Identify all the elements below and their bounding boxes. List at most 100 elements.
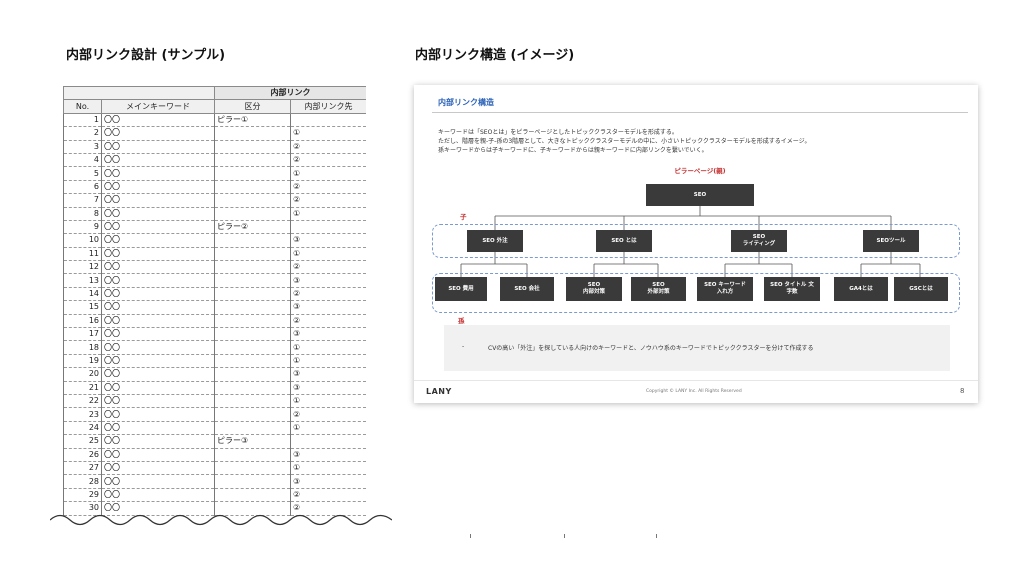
category-cell xyxy=(214,260,291,275)
category-cell xyxy=(214,367,291,382)
note-box: - CVの高い「外注」を探している人向けのキーワードと、ノウハウ系のキーワードで… xyxy=(444,325,950,371)
root-node-seo: SEO xyxy=(646,184,754,206)
link-target-cell: ① xyxy=(290,126,366,141)
row-number: 19 xyxy=(63,354,102,369)
child-node: SEO ライティング xyxy=(731,230,787,252)
link-target-cell: ① xyxy=(290,247,366,262)
main-keyword-cell: 〇〇 xyxy=(101,287,215,302)
grandchild-node: SEO 内部対策 xyxy=(566,277,622,301)
diagram-section-title: 内部リンク構造 (イメージ) xyxy=(415,48,575,63)
child-level-label: 子 xyxy=(460,213,467,221)
main-keyword-cell: 〇〇 xyxy=(101,381,215,395)
grandchild-node: GSCとは xyxy=(894,277,948,301)
child-node: SEO 外注 xyxy=(467,230,523,252)
row-number: 12 xyxy=(63,260,102,275)
pillar-page-label: ピラーページ(親) xyxy=(674,167,726,175)
link-target-cell: ② xyxy=(290,180,366,195)
link-target-cell: ① xyxy=(290,354,366,369)
main-keyword-cell: 〇〇 xyxy=(101,314,215,329)
row-number: 11 xyxy=(63,247,102,262)
row-number: 14 xyxy=(63,287,102,302)
row-number: 24 xyxy=(63,421,102,436)
category-cell xyxy=(214,381,291,395)
main-keyword-cell: 〇〇 xyxy=(101,260,215,275)
header-main-keyword: メインキーワード xyxy=(101,99,215,114)
main-keyword-cell: 〇〇 xyxy=(101,153,215,168)
link-target-cell: ② xyxy=(290,193,366,208)
main-keyword-cell: 〇〇 xyxy=(101,434,215,449)
row-number: 27 xyxy=(63,461,102,476)
row-number: 13 xyxy=(63,273,102,288)
main-keyword-cell: 〇〇 xyxy=(101,354,215,369)
brand-logo-text: LANY xyxy=(426,387,452,396)
category-cell: ピラー① xyxy=(214,113,291,128)
link-target-cell: ② xyxy=(290,501,366,516)
category-cell xyxy=(214,474,291,489)
slide: 内部リンク構造 キーワードは「SEOとは」をピラーページとしたトピッククラスター… xyxy=(414,85,978,403)
main-keyword-cell: 〇〇 xyxy=(101,448,215,462)
link-target-cell: ② xyxy=(290,488,366,503)
category-cell xyxy=(214,394,291,409)
tick-mark xyxy=(656,534,657,538)
main-keyword-cell: 〇〇 xyxy=(101,421,215,436)
category-cell xyxy=(214,153,291,168)
row-number: 8 xyxy=(63,207,102,221)
category-cell xyxy=(214,180,291,195)
link-target-cell: ② xyxy=(290,153,366,168)
row-number: 29 xyxy=(63,488,102,503)
row-number: 9 xyxy=(63,220,102,235)
link-target-cell: ③ xyxy=(290,448,366,462)
link-target-cell: ② xyxy=(290,140,366,154)
grandchild-node: SEO 会社 xyxy=(500,277,554,301)
category-cell: ピラー③ xyxy=(214,434,291,449)
copyright-text: Copyright © LANY Inc. All Rights Reserve… xyxy=(646,389,742,394)
category-cell xyxy=(214,273,291,288)
row-number: 4 xyxy=(63,153,102,168)
header-category: 区分 xyxy=(214,99,291,114)
link-target-cell: ② xyxy=(290,407,366,422)
row-number: 16 xyxy=(63,314,102,329)
main-keyword-cell: 〇〇 xyxy=(101,300,215,315)
row-number: 20 xyxy=(63,367,102,382)
grandchild-node: GA4とは xyxy=(834,277,888,301)
slide-title-divider xyxy=(432,112,968,113)
main-keyword-cell: 〇〇 xyxy=(101,126,215,141)
row-number: 10 xyxy=(63,233,102,248)
category-cell xyxy=(214,488,291,503)
category-cell xyxy=(214,448,291,462)
main-keyword-cell: 〇〇 xyxy=(101,180,215,195)
link-target-cell: ② xyxy=(290,287,366,302)
link-target-cell: ① xyxy=(290,394,366,409)
link-target-cell: ① xyxy=(290,207,366,221)
category-cell xyxy=(214,233,291,248)
category-cell xyxy=(214,126,291,141)
grandchild-node: SEO 費用 xyxy=(435,277,487,301)
category-cell xyxy=(214,354,291,369)
category-cell xyxy=(214,207,291,221)
main-keyword-cell: 〇〇 xyxy=(101,367,215,382)
main-keyword-cell: 〇〇 xyxy=(101,273,215,288)
main-keyword-cell: 〇〇 xyxy=(101,207,215,221)
note-bullet: - xyxy=(462,343,465,350)
main-keyword-cell: 〇〇 xyxy=(101,220,215,235)
category-cell xyxy=(214,407,291,422)
link-target-cell xyxy=(290,434,366,449)
main-keyword-cell: 〇〇 xyxy=(101,488,215,503)
row-number: 5 xyxy=(63,166,102,181)
main-keyword-cell: 〇〇 xyxy=(101,340,215,355)
category-cell xyxy=(214,461,291,476)
